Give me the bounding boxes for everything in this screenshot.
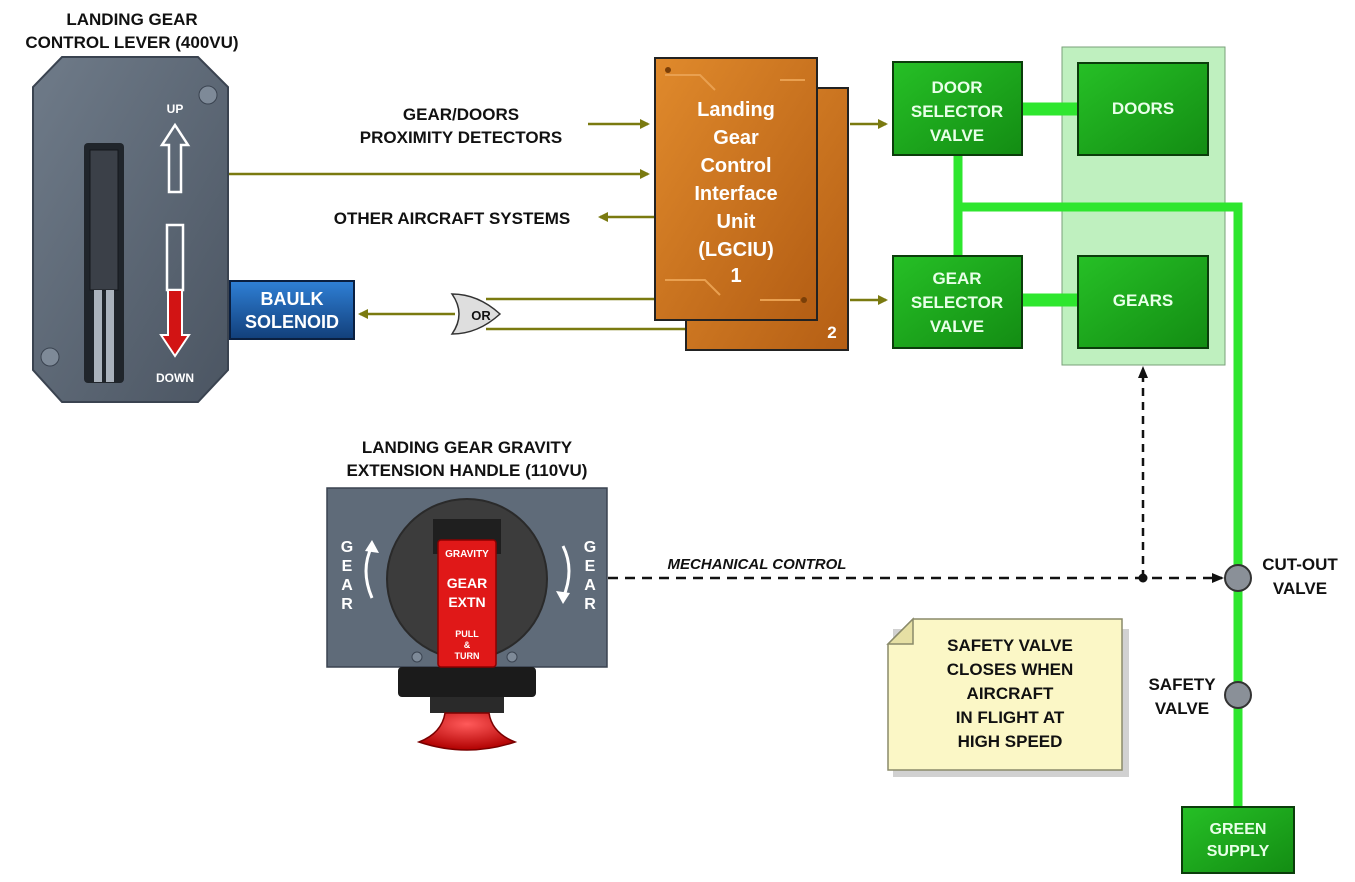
gravity-handle-assembly (326, 487, 608, 751)
mechanical-control-label: MECHANICAL CONTROL (668, 556, 847, 573)
gravity-extension-handle[interactable] (437, 539, 497, 668)
gear-right-a: A (584, 577, 596, 594)
gear-right-e: E (585, 558, 596, 575)
handle-amp-label: & (464, 640, 471, 650)
up-label: UP (167, 102, 184, 116)
lever-title-line2: CONTROL LEVER (400VU) (25, 33, 238, 52)
gear-selector-valve: GEAR SELECTOR VALVE (892, 255, 1023, 349)
handle-extn-label: EXTN (448, 594, 485, 610)
green-supply-line2: SUPPLY (1207, 843, 1270, 860)
lgciu-line-1: Landing (697, 99, 775, 121)
down-label: DOWN (156, 371, 194, 385)
gear-right-r: R (584, 596, 596, 613)
or-gate-label: OR (471, 308, 491, 323)
lgciu-2-number: 2 (827, 323, 836, 342)
lgciu-line-5: Unit (717, 211, 756, 233)
gears-box: GEARS (1077, 255, 1209, 349)
gear-valve-line1: GEAR (932, 269, 981, 288)
lgciu-line-4: Interface (694, 183, 777, 205)
lgciu-1-card (654, 57, 818, 321)
lgciu-line-6: (LGCIU) (698, 239, 774, 261)
gear-valve-line2: SELECTOR (911, 293, 1003, 312)
green-supply-line1: GREEN (1210, 821, 1267, 838)
baulk-line1: BAULK (261, 289, 324, 309)
baulk-solenoid-box (229, 280, 355, 340)
door-selector-valve: DOOR SELECTOR VALVE (892, 61, 1023, 156)
or-gate (450, 293, 502, 335)
gear-right-g: G (584, 539, 596, 556)
door-valve-line3: VALVE (930, 126, 984, 145)
safety-valve-icon (1224, 681, 1252, 709)
gravity-title-line1: LANDING GEAR GRAVITY (362, 438, 573, 457)
door-valve-line2: SELECTOR (911, 102, 1003, 121)
lgciu-line-2: Gear (713, 127, 759, 149)
doors-box: DOORS (1077, 62, 1209, 156)
doors-label: DOORS (1112, 99, 1174, 118)
panel-screw-top-right (198, 85, 218, 105)
safety-label-line2: VALVE (1155, 699, 1209, 718)
handle-turn-label: TURN (455, 651, 480, 661)
baulk-line2: SOLENOID (245, 312, 339, 332)
gravity-title-line2: EXTENSION HANDLE (110VU) (347, 461, 588, 480)
lgciu-label: Landing Gear Control Interface Unit (LGC… (694, 99, 777, 287)
note-line-4: IN FLIGHT AT (956, 708, 1065, 727)
lever-title-line1: LANDING GEAR (66, 10, 197, 29)
handle-pull-label: PULL (455, 629, 479, 639)
cutout-label-line1: CUT-OUT (1262, 555, 1338, 574)
cutout-label-line2: VALVE (1273, 579, 1327, 598)
lgciu-line-7: 1 (730, 265, 741, 287)
lgciu-line-3: Control (700, 155, 771, 177)
gear-left-g: G (341, 539, 353, 556)
note-line-5: HIGH SPEED (958, 732, 1063, 751)
note-line-1: SAFETY VALVE (947, 636, 1073, 655)
pull-knob[interactable] (416, 712, 518, 751)
other-systems-label: OTHER AIRCRAFT SYSTEMS (334, 209, 570, 228)
landing-gear-lever[interactable] (89, 149, 119, 291)
control-lever-panel (32, 56, 229, 403)
note-line-2: CLOSES WHEN (947, 660, 1074, 679)
detectors-label-line2: PROXIMITY DETECTORS (360, 128, 562, 147)
gear-left-a: A (341, 577, 353, 594)
gear-valve-line3: VALVE (930, 317, 984, 336)
door-valve-line1: DOOR (932, 78, 983, 97)
panel-screw-bottom-left (40, 347, 60, 367)
handle-gravity-label: GRAVITY (445, 549, 489, 560)
gear-left-e: E (342, 558, 353, 575)
gear-left-r: R (341, 596, 353, 613)
up-arrow-icon (159, 122, 191, 194)
down-arrow-icon (159, 289, 191, 358)
safety-note: SAFETY VALVE CLOSES WHEN AIRCRAFT IN FLI… (886, 617, 1129, 777)
signal-lines (229, 119, 888, 331)
cutout-valve-icon (1224, 564, 1252, 592)
note-line-3: AIRCRAFT (967, 684, 1054, 703)
detectors-label-line1: GEAR/DOORS (403, 105, 519, 124)
hydraulic-lines (953, 102, 1243, 808)
gears-label: GEARS (1113, 291, 1173, 310)
green-supply-box: GREEN SUPPLY (1181, 806, 1295, 874)
handle-gear-label: GEAR (447, 575, 487, 591)
mechanical-junction-dot (1138, 573, 1148, 583)
safety-label-line1: SAFETY (1148, 675, 1216, 694)
